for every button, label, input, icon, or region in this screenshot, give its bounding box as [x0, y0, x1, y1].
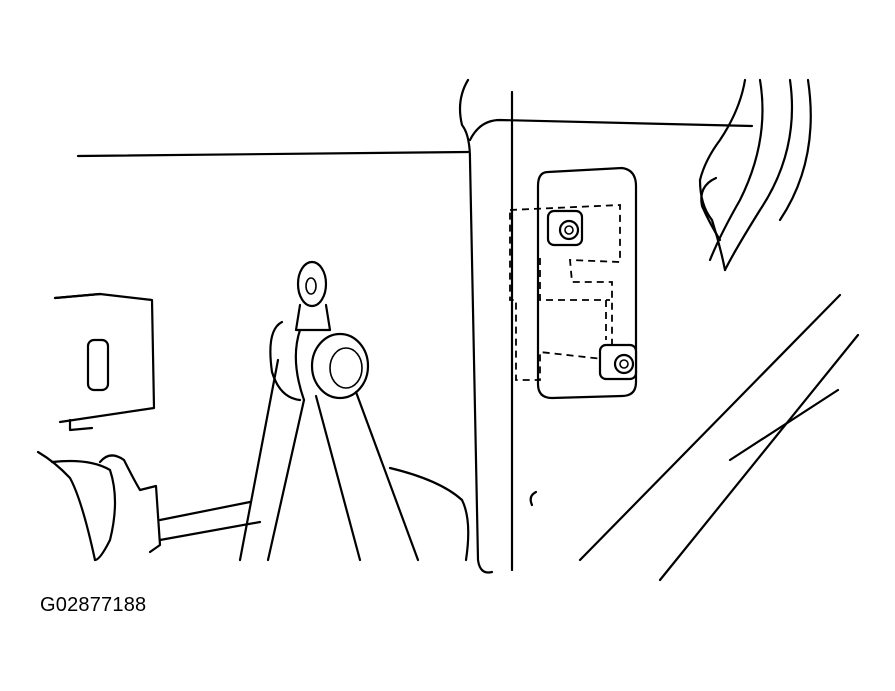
- clip-mark: [529, 490, 538, 507]
- hidden-component-outline: [509, 204, 621, 381]
- figure-id-label: G02877188: [40, 594, 147, 616]
- lower-bolt-icon: [598, 343, 638, 381]
- console-box: [53, 292, 156, 432]
- door-opening-edges: [578, 78, 860, 582]
- upper-bolt-icon: [546, 209, 584, 247]
- seat-hinge-assembly: [238, 260, 470, 562]
- seat-frame: [36, 450, 262, 562]
- door-pillar: [458, 78, 754, 574]
- dashboard-edge: [76, 150, 470, 158]
- mounting-plate: [536, 166, 638, 400]
